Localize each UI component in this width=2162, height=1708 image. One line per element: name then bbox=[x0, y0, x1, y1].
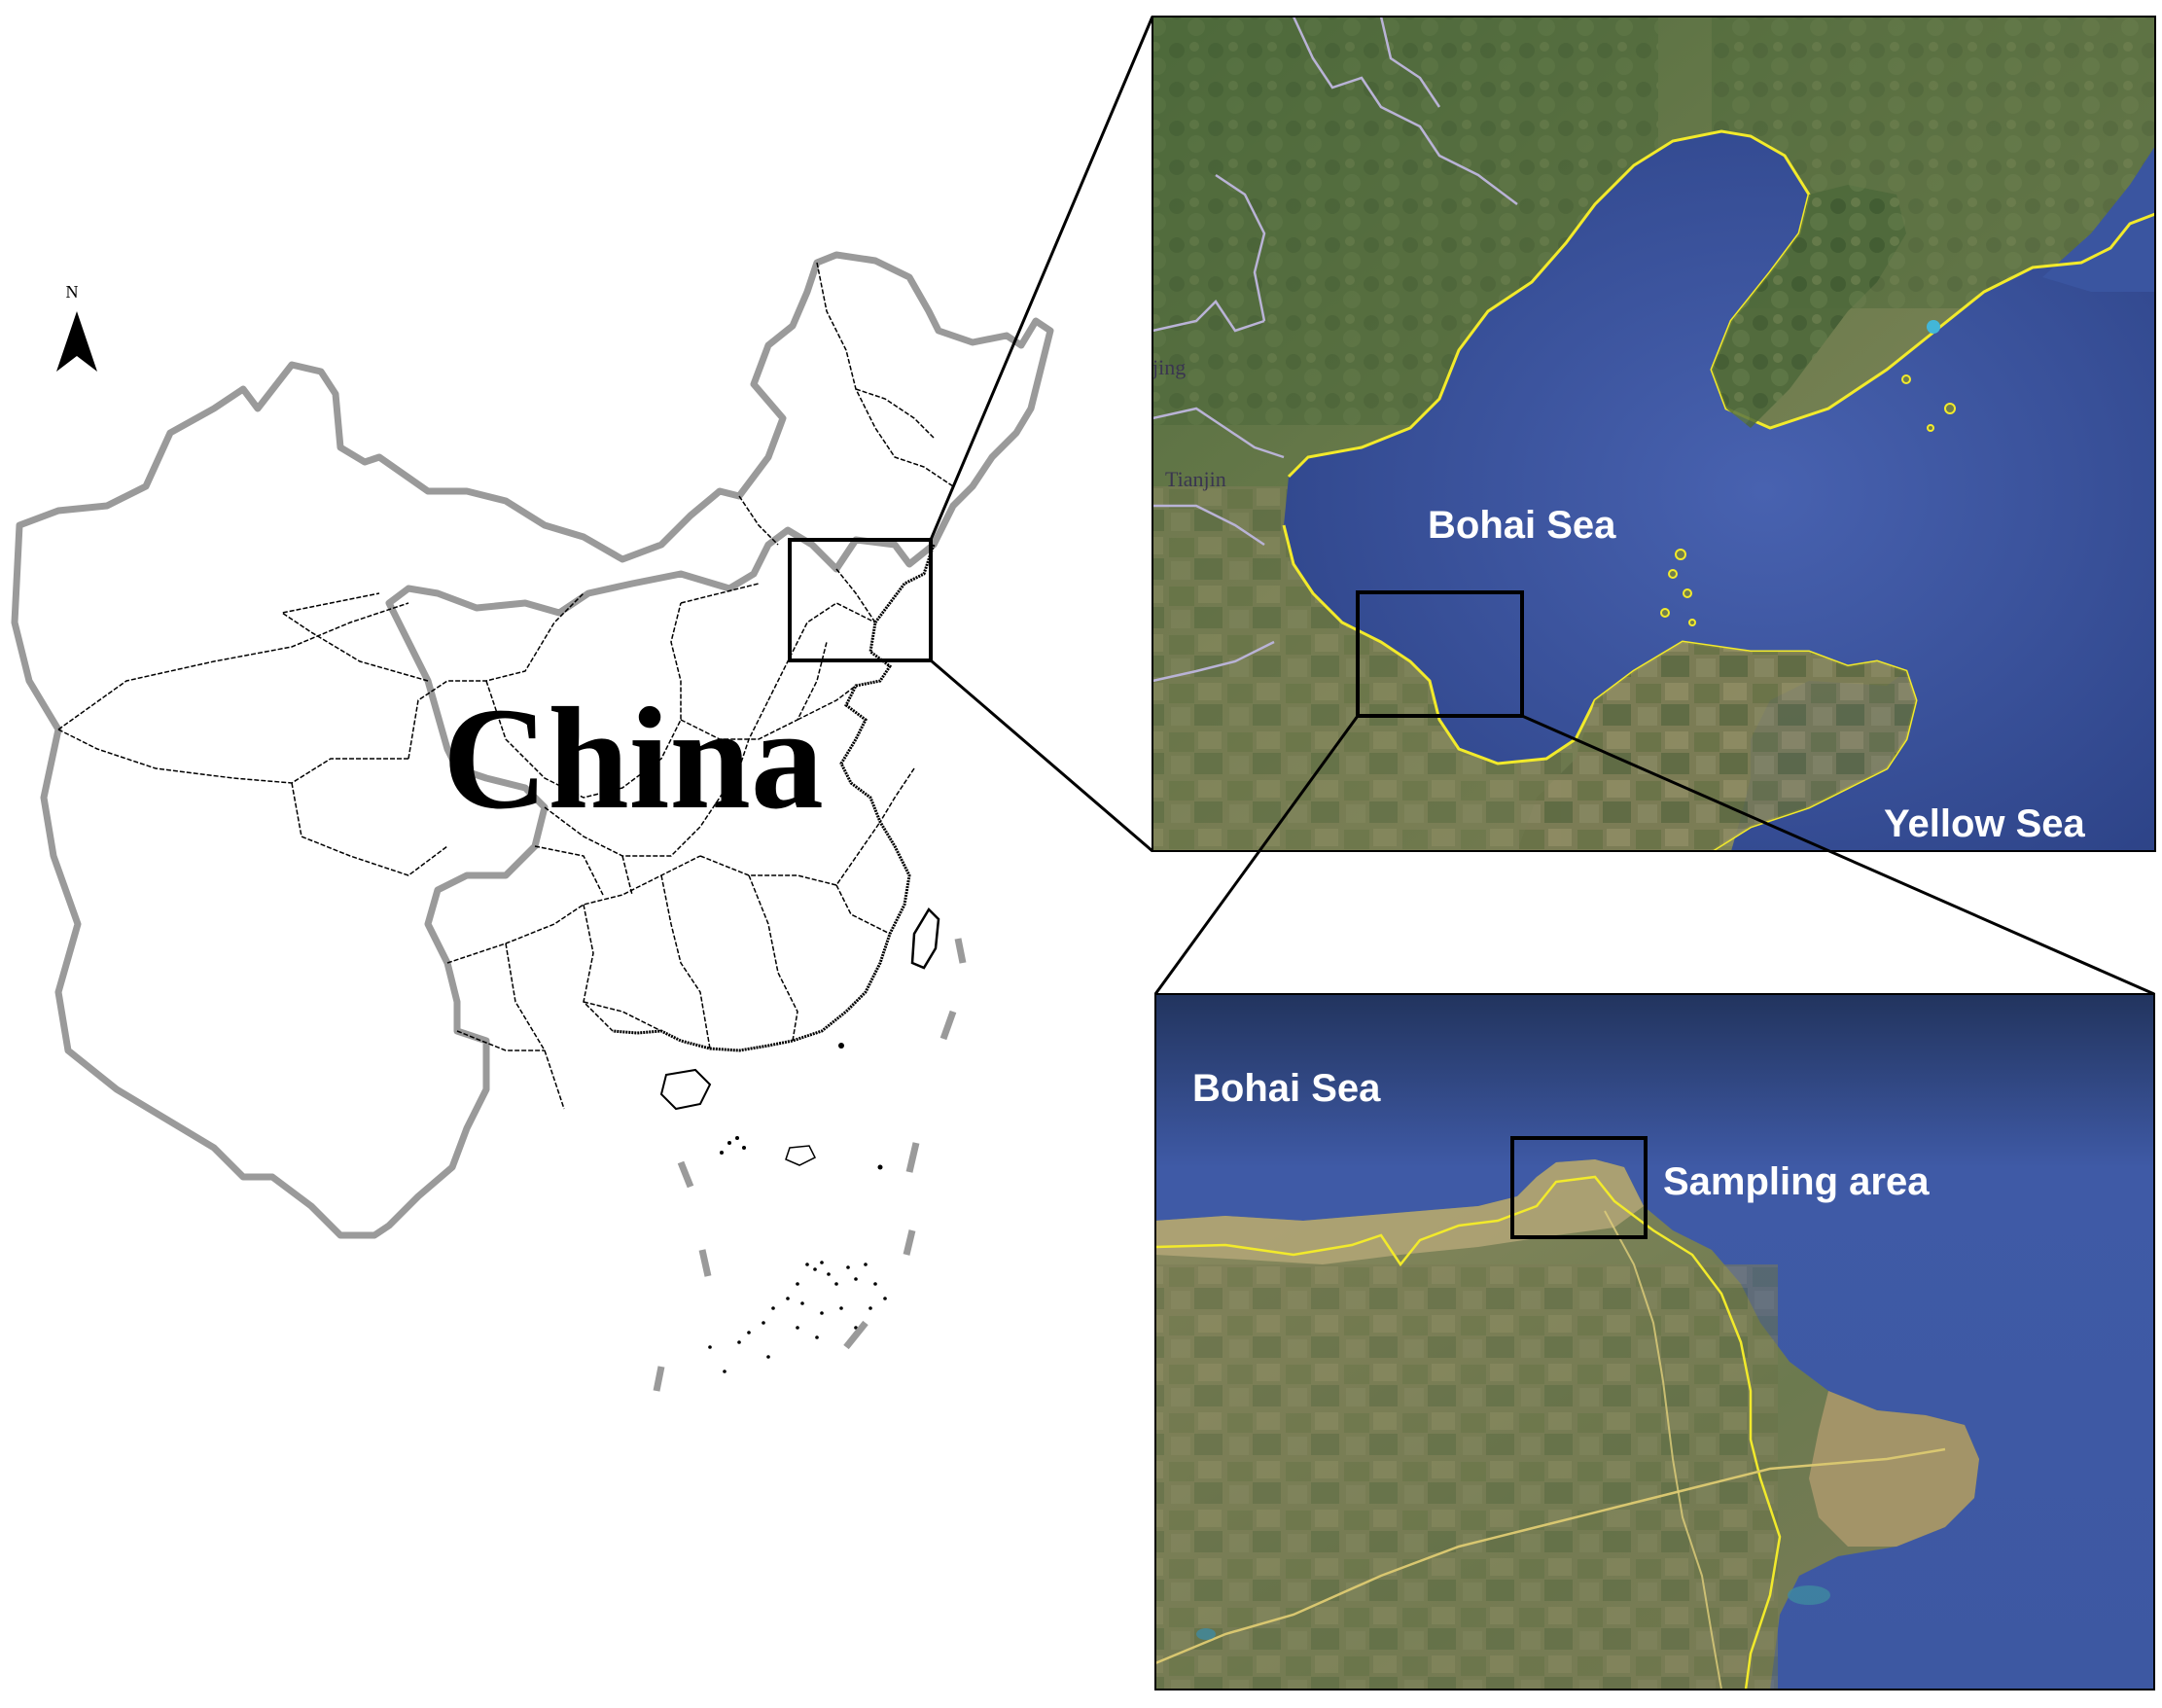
shandong-peninsula bbox=[1517, 642, 1916, 851]
liaodong-peninsula bbox=[1712, 185, 1906, 428]
china-coastline bbox=[612, 544, 936, 1052]
province-borders bbox=[57, 262, 954, 1110]
sampling-area-label: Sampling area bbox=[1663, 1160, 1930, 1203]
yellow-sea-label: Yellow Sea bbox=[1884, 802, 2086, 845]
regional-bohai-sea-label: Bohai Sea bbox=[1428, 504, 1616, 547]
north-arrow: N bbox=[56, 282, 97, 372]
regional-zoom-box bbox=[1356, 590, 1524, 718]
detail-satellite-inset: Bohai Sea Sampling area bbox=[1155, 994, 2154, 1690]
hainan-island bbox=[659, 1068, 712, 1111]
zoom-connectors bbox=[929, 16, 2155, 996]
detail-inset-frame bbox=[1154, 993, 2155, 1690]
china-map bbox=[11, 251, 1054, 1392]
china-national-border bbox=[11, 251, 1054, 1239]
china-locator-box bbox=[788, 538, 933, 662]
regional-inset-frame bbox=[1152, 16, 2156, 852]
north-arrow-letter: N bbox=[66, 282, 79, 302]
china-label: China bbox=[443, 678, 824, 839]
city-label-tianjin: Tianjin bbox=[1165, 467, 1226, 491]
bohai-sea-water bbox=[1284, 131, 2155, 851]
regional-satellite-inset: jing Tianjin Bohai Sea Yellow Sea bbox=[1152, 17, 2155, 851]
taiwan-island bbox=[910, 907, 940, 970]
sampling-area-box bbox=[1510, 1136, 1648, 1239]
south-china-sea-islands bbox=[708, 1043, 887, 1373]
nine-dash-line bbox=[653, 938, 967, 1392]
city-label-beijing: jing bbox=[1152, 355, 1186, 379]
detail-bohai-sea-label: Bohai Sea bbox=[1192, 1067, 1381, 1110]
